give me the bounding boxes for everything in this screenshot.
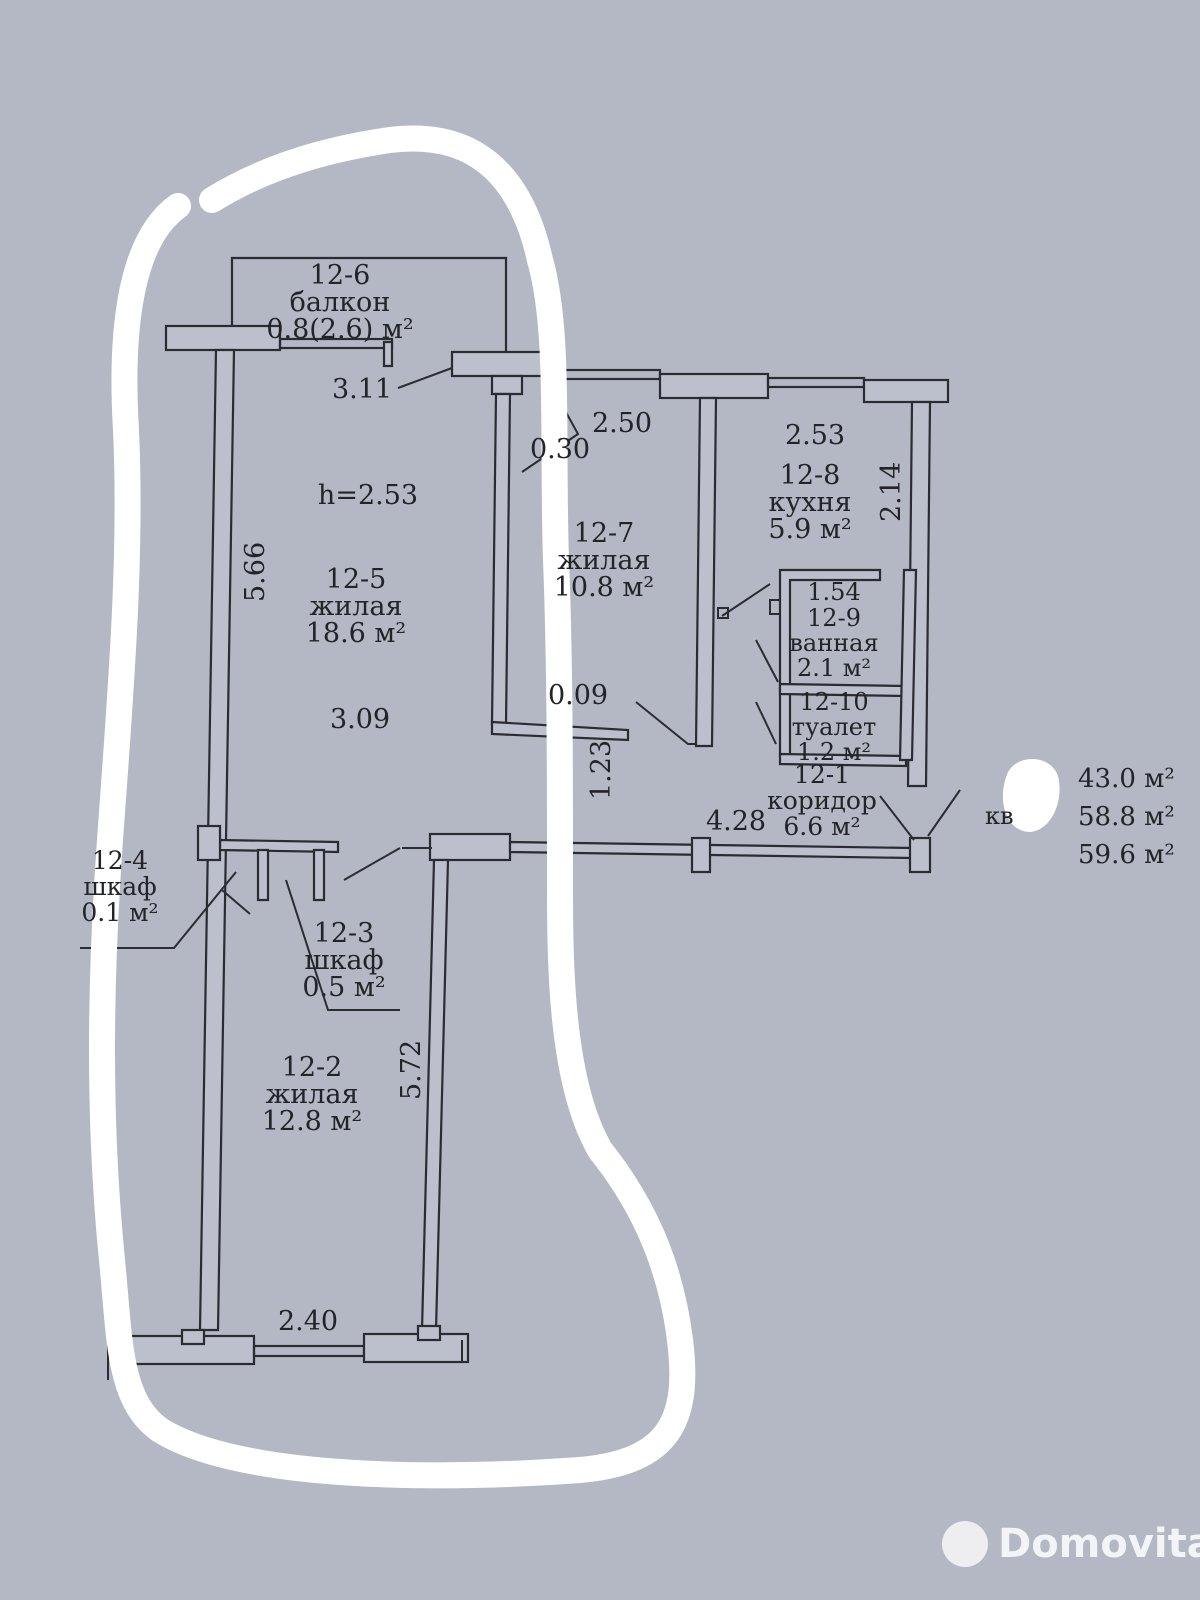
room-id: 12-3 [313, 918, 375, 949]
wall-partition-7-8 [694, 396, 718, 748]
room-12-7-label: 12-7 жилая 10.8 м² [554, 520, 655, 601]
window-balcony-jamb [382, 340, 394, 368]
room-type: балкон [289, 287, 391, 318]
wall-top-left [164, 324, 282, 352]
room-area: 18.6 м² [305, 618, 407, 649]
dimension-4-28: 4.28 [705, 806, 767, 837]
wall-kitchen-side [898, 568, 918, 762]
room-type: шкаф [304, 945, 384, 976]
dimension-3-09: 3.09 [329, 704, 391, 735]
room-id: 12-4 [91, 846, 149, 875]
room-id: 12-9 [807, 604, 861, 632]
wall-pier-right [908, 836, 932, 874]
room-id: 12-10 [799, 688, 869, 716]
room-area: 12.8 м² [261, 1106, 363, 1137]
balcony-outline [230, 256, 508, 352]
room-id: 12-2 [281, 1052, 343, 1083]
room-area: 0.5 м² [302, 972, 386, 1003]
total-area-apartment: 58.8 м² [1078, 802, 1175, 832]
room-12-8-label: 12-8 кухня 5.9 м² [768, 462, 851, 543]
wall-bath-bottom [778, 752, 908, 768]
room-12-6-label: 12-6 балкон 0.8(2.6) м² [266, 262, 413, 343]
room-id: 12-5 [325, 564, 387, 595]
totals-partial-label: кв [985, 802, 1014, 830]
room-area: 6.6 м² [783, 812, 861, 841]
room-id: 12-1 [793, 760, 851, 789]
room-type: ванная [789, 629, 879, 657]
room-area: 0.1 м² [81, 898, 159, 927]
total-area-living: 43.0 м² [1078, 764, 1175, 794]
room-id: 12-6 [309, 260, 371, 291]
room-type: жилая [309, 591, 403, 622]
dimension-0-09: 0.09 [547, 680, 609, 711]
closet-walls [256, 848, 326, 902]
wall-top-pier [658, 372, 770, 400]
room-id: 12-8 [779, 460, 841, 491]
dimension-3-11: 3.11 [331, 374, 393, 405]
room-12-2-label: 12-2 жилая 12.8 м² [262, 1054, 363, 1135]
dimension-5-72: 5.72 [396, 1039, 427, 1100]
dimension-2-14: 2.14 [876, 461, 907, 522]
dimension-2-40: 2.40 [277, 1306, 339, 1337]
room-area: 10.8 м² [553, 572, 655, 603]
window-bottom [252, 1344, 366, 1358]
dimension-2-50: 2.50 [591, 408, 653, 439]
room-area: 2.1 м² [796, 654, 872, 682]
domovita-logo-icon [942, 1521, 988, 1567]
room-area: 1.2 м² [796, 738, 872, 766]
dimension-1-23: 1.23 [586, 739, 617, 800]
wall-partition-5-7 [490, 392, 512, 726]
wall-pier-left [196, 824, 222, 862]
room-area: 0.8(2.6) м² [266, 314, 414, 345]
ceiling-height: h=2.53 [317, 480, 419, 511]
room-type: кухня [768, 487, 852, 518]
dimension-5-66: 5.66 [240, 541, 271, 602]
window-kitchen [766, 376, 866, 389]
watermark-text: Domovita [998, 1521, 1200, 1567]
room-type: жилая [557, 545, 651, 576]
total-area-with-balcony: 59.6 м² [1078, 840, 1175, 870]
wall-bottom-right [362, 1332, 470, 1364]
room-12-10-label: 12-10 туалет 1.2 м² [792, 690, 876, 765]
watermark-logo: Domovita [942, 1514, 1200, 1574]
window-top-room7 [554, 368, 662, 381]
room-id: 12-7 [573, 518, 635, 549]
room-12-1-label: 12-1 коридор 6.6 м² [767, 762, 877, 840]
room-12-4-label: 12-4 шкаф 0.1 м² [81, 848, 158, 926]
room-type: жилая [265, 1079, 359, 1110]
wall-corner-stub [490, 374, 524, 396]
area-totals: 43.0 м² 58.8 м² 59.6 м² [1078, 760, 1175, 874]
room-type: коридор [767, 786, 877, 815]
dimension-2-53: 2.53 [784, 420, 846, 451]
room-12-9-label: 12-9 ванная 2.1 м² [789, 606, 878, 681]
room-area: 5.9 м² [768, 514, 852, 545]
dimension-1-54: 1.54 [807, 578, 861, 606]
room-12-5-label: 12-5 жилая 18.6 м² [306, 566, 407, 647]
wall-corridor-pier [428, 832, 512, 862]
wall-bottom-corner-l [180, 1328, 206, 1346]
room-type: туалет [791, 713, 877, 741]
walls [118, 256, 950, 1366]
wall-top-right [862, 378, 950, 404]
highlight-outline [89, 125, 696, 1489]
room-type: шкаф [83, 872, 157, 901]
room-12-3-label: 12-3 шкаф 0.5 м² [302, 920, 385, 1001]
wall-bottom-corner-r [416, 1324, 442, 1342]
wall-pier-4-28 [690, 836, 712, 874]
dimension-0-30: 0.30 [529, 434, 591, 465]
redaction-blob [1002, 758, 1060, 832]
